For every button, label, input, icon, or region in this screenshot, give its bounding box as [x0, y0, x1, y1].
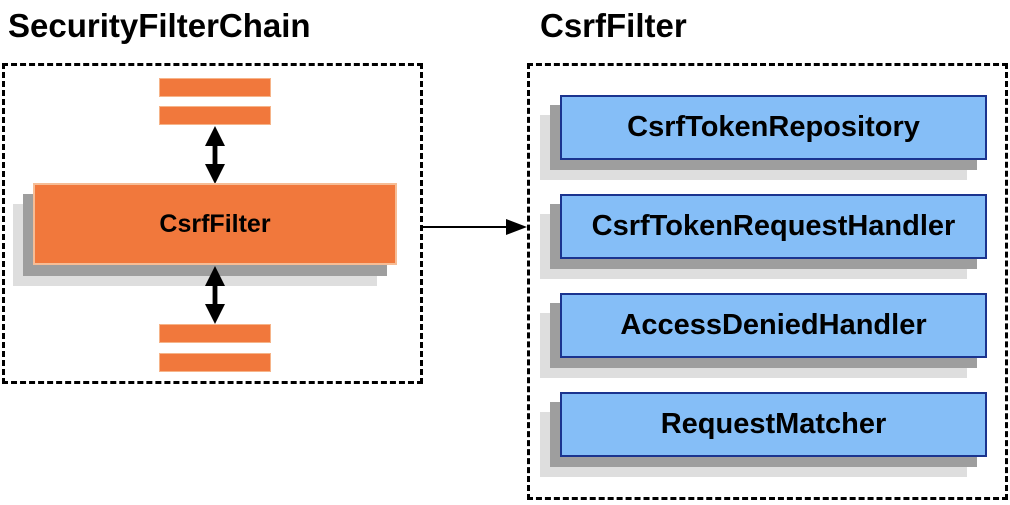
- double-arrow-icon: [205, 126, 225, 184]
- csrf-filter-box-label: CsrfFilter: [159, 209, 271, 238]
- component-label: CsrfTokenRepository: [627, 111, 920, 143]
- arrow-right-icon: [422, 219, 527, 235]
- security-filter-chain-title: SecurityFilterChain: [8, 7, 311, 44]
- component-box-csrf-token-repository: CsrfTokenRepository: [560, 95, 987, 160]
- double-arrow-icon: [205, 266, 225, 324]
- filter-stack-bar: [159, 106, 271, 125]
- csrf-filter-box: CsrfFilter: [33, 183, 397, 265]
- component-box-csrf-token-request-handler: CsrfTokenRequestHandler: [560, 194, 987, 259]
- filter-stack-bar: [159, 353, 271, 372]
- filter-stack-bar: [159, 324, 271, 343]
- filter-stack-bar: [159, 78, 271, 97]
- security-filter-chain-panel: [2, 63, 423, 384]
- component-label: AccessDeniedHandler: [620, 309, 927, 341]
- component-box-access-denied-handler: AccessDeniedHandler: [560, 293, 987, 358]
- component-label: CsrfTokenRequestHandler: [591, 210, 956, 242]
- csrf-filter-panel: [527, 63, 1008, 500]
- component-box-request-matcher: RequestMatcher: [560, 392, 987, 457]
- csrf-filter-title: CsrfFilter: [540, 7, 687, 44]
- component-label: RequestMatcher: [660, 408, 887, 440]
